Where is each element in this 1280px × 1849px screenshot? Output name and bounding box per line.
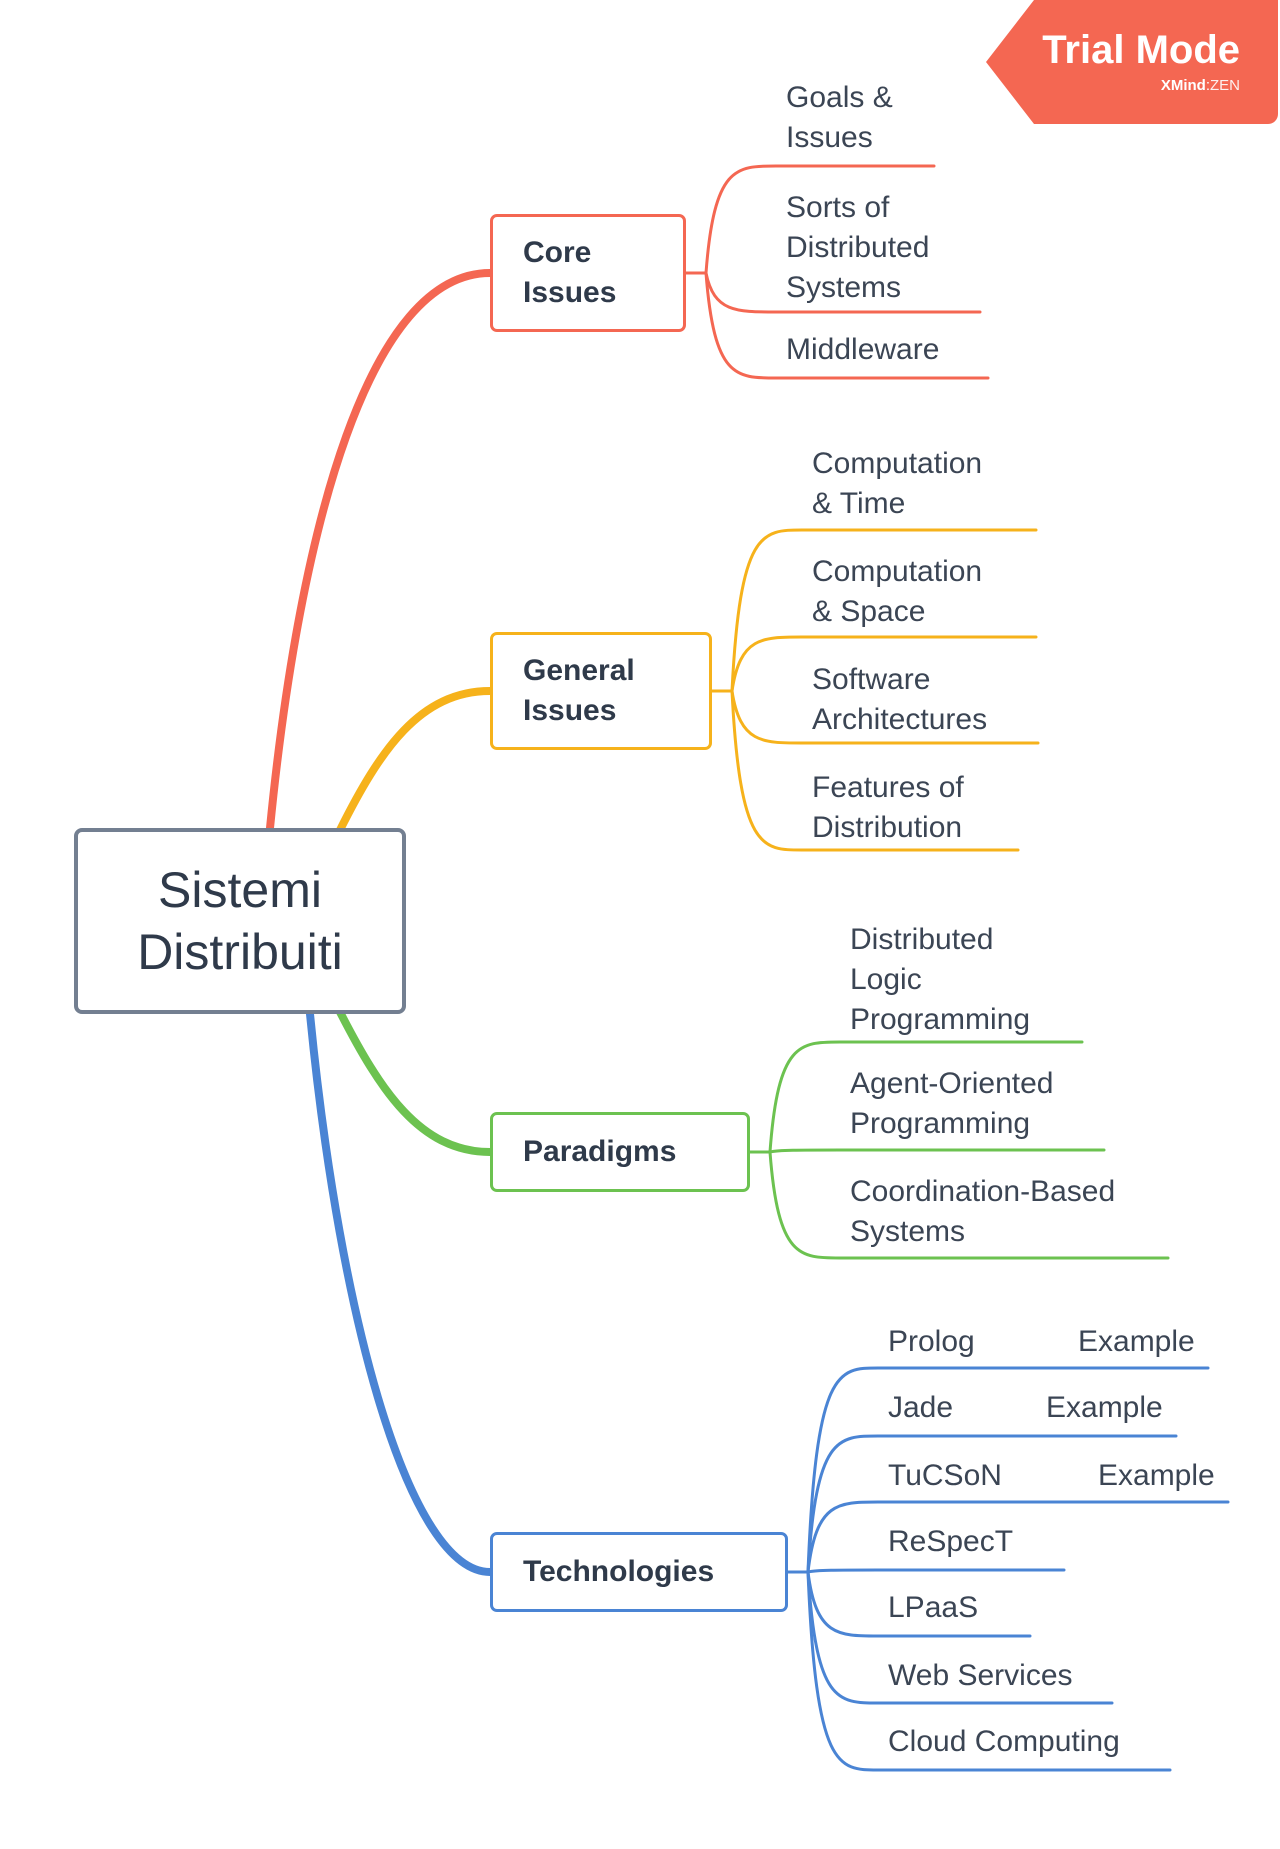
subconnector-technologies-2 bbox=[806, 1500, 1230, 1574]
subtopic-technologies-6[interactable]: Cloud Computing bbox=[888, 1725, 1120, 1758]
subconnector-paradigms-2 bbox=[768, 1150, 1170, 1260]
example-jade[interactable]: Example bbox=[1046, 1391, 1163, 1424]
subconnector-paradigms-1 bbox=[768, 1148, 1106, 1154]
branch-technologies[interactable]: Technologies bbox=[490, 1532, 788, 1612]
subtopic-core-2[interactable]: Middleware bbox=[786, 333, 940, 366]
branch-general-label: General Issues bbox=[523, 654, 635, 727]
trial-mode-badge[interactable]: Trial Mode XMind:ZEN bbox=[986, 0, 1278, 124]
branch-paradigms-label: Paradigms bbox=[523, 1135, 677, 1168]
subconnector-technologies-3 bbox=[806, 1568, 1066, 1574]
connector-general bbox=[336, 687, 494, 834]
subtopic-technologies-1[interactable]: Jade bbox=[888, 1391, 954, 1424]
logo-separator: : bbox=[1205, 77, 1210, 94]
xmind-zen-logo: XMind:ZEN bbox=[1161, 76, 1240, 96]
subconnector-general-3 bbox=[730, 689, 1020, 852]
subtopic-paradigms-1[interactable]: Agent-Oriented Programming bbox=[850, 1067, 1054, 1140]
subconnector-technologies-4 bbox=[806, 1570, 1032, 1638]
subtopic-technologies-0[interactable]: Prolog bbox=[888, 1325, 975, 1358]
zen-edition: ZEN bbox=[1210, 77, 1240, 94]
branch-general[interactable]: General Issues bbox=[490, 632, 712, 750]
subtopic-technologies-5[interactable]: Web Services bbox=[888, 1659, 1073, 1692]
subtopic-technologies-3[interactable]: ReSpecT bbox=[888, 1525, 1014, 1558]
root-topic-label: Sistemi Distribuiti bbox=[137, 862, 343, 980]
subtopic-general-3[interactable]: Features of Distribution bbox=[812, 771, 964, 844]
subconnector-technologies-1 bbox=[806, 1434, 1178, 1574]
subconnector-technologies-6 bbox=[806, 1570, 1172, 1772]
connector-core bbox=[266, 269, 494, 832]
trial-mode-label: Trial Mode bbox=[1042, 28, 1240, 72]
branch-paradigms[interactable]: Paradigms bbox=[490, 1112, 750, 1192]
branch-technologies-label: Technologies bbox=[523, 1555, 715, 1588]
subconnector-core-2 bbox=[704, 271, 990, 380]
subconnector-core-1 bbox=[704, 271, 982, 314]
subconnector-core-0 bbox=[704, 164, 936, 275]
connector-paradigms bbox=[336, 1008, 494, 1156]
root-topic[interactable]: Sistemi Distribuiti bbox=[74, 828, 406, 1014]
subtopic-paradigms-2[interactable]: Coordination-Based Systems bbox=[850, 1175, 1116, 1248]
example-prolog[interactable]: Example bbox=[1078, 1325, 1195, 1358]
subconnector-general-0 bbox=[730, 528, 1038, 693]
subtopic-technologies-2[interactable]: TuCSoN bbox=[888, 1459, 1002, 1492]
example-tucson[interactable]: Example bbox=[1098, 1459, 1215, 1492]
subtopic-core-0[interactable]: Goals & Issues bbox=[786, 81, 893, 154]
subconnector-general-1 bbox=[730, 635, 1038, 693]
subconnector-general-2 bbox=[730, 689, 1040, 745]
subtopic-paradigms-0[interactable]: Distributed Logic Programming bbox=[850, 923, 1031, 1036]
trial-badge-background bbox=[986, 0, 1278, 124]
subtopic-core-1[interactable]: Sorts of Distributed Systems bbox=[786, 191, 930, 304]
subtopic-general-2[interactable]: Software Architectures bbox=[812, 663, 988, 736]
subtopic-general-1[interactable]: Computation & Space bbox=[812, 555, 983, 628]
branch-core-label: Core Issues bbox=[523, 236, 617, 309]
subconnector-paradigms-0 bbox=[768, 1040, 1084, 1154]
subconnector-technologies-5 bbox=[806, 1570, 1114, 1705]
subtopic-technologies-4[interactable]: LPaaS bbox=[888, 1591, 979, 1624]
connector-technologies bbox=[306, 1010, 494, 1576]
subconnector-technologies-0 bbox=[806, 1366, 1210, 1574]
xmind-brand: XMind bbox=[1160, 77, 1206, 94]
subtopic-general-0[interactable]: Computation & Time bbox=[812, 447, 983, 520]
branch-core[interactable]: Core Issues bbox=[490, 214, 686, 332]
